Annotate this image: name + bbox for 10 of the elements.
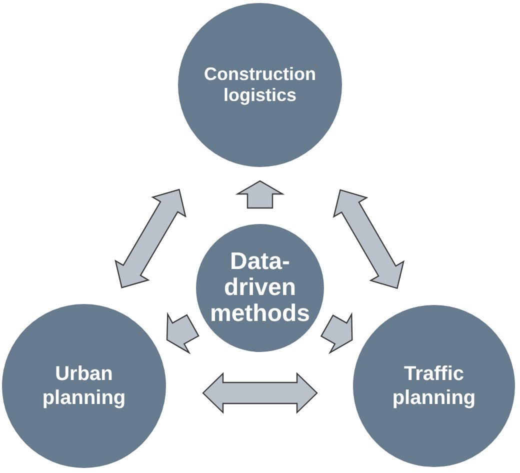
node-label: Data-driven methods — [208, 249, 311, 327]
node-label: Traffic planning — [391, 362, 477, 410]
double-headed-block-arrow — [114, 188, 186, 288]
node-label: Urban planning — [41, 362, 127, 410]
double-headed-block-arrow — [202, 372, 318, 414]
block-arrow — [166, 312, 200, 354]
node-label: Construction logistics — [203, 64, 317, 106]
double-headed-block-arrow — [332, 189, 404, 290]
block-arrow — [320, 312, 353, 354]
block-arrow — [235, 180, 285, 209]
